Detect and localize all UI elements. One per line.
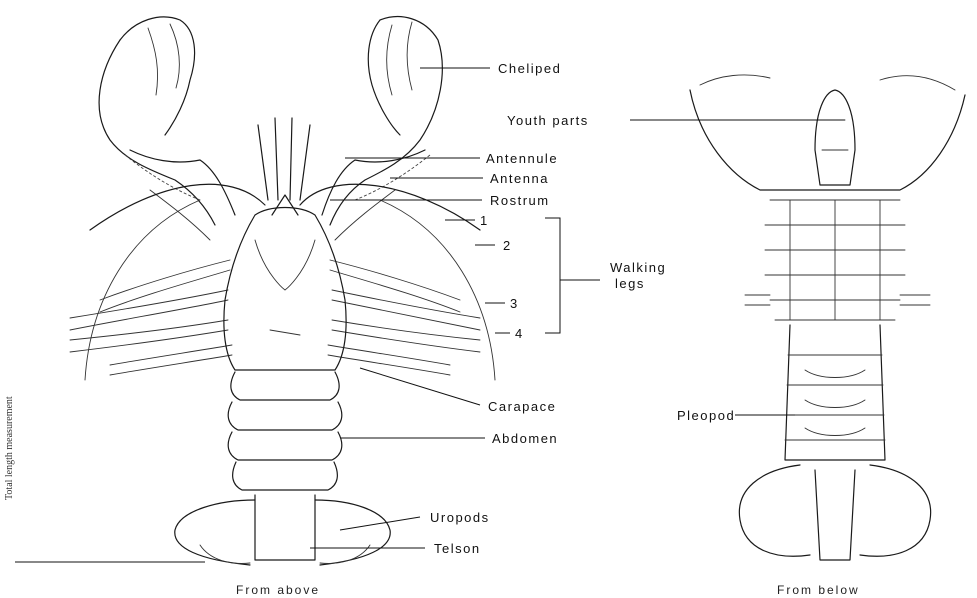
ventral-tail-drawing: [739, 465, 930, 560]
ventral-thorax-drawing: [745, 200, 930, 320]
leader-lines: [310, 68, 845, 548]
label-leg-1: 1: [480, 213, 489, 228]
right-walking-legs-drawing: [328, 260, 480, 375]
ventral-abdomen-drawing: [785, 325, 885, 460]
label-walking-legs-2: legs: [615, 276, 645, 291]
label-cheliped: Cheliped: [498, 61, 561, 76]
label-mouth-parts: Youth parts: [507, 113, 589, 128]
left-walking-legs-drawing: [70, 260, 232, 375]
label-leg-4: 4: [515, 326, 524, 341]
caption-from-above: From above: [236, 583, 320, 597]
lobster-dorsal-view: [15, 17, 495, 565]
side-label-total-length: Total length measurement: [4, 396, 15, 500]
label-antennule: Antennule: [486, 151, 558, 166]
abdomen-drawing: [228, 372, 342, 490]
carapace-drawing: [224, 208, 346, 371]
label-telson: Telson: [434, 541, 481, 556]
label-uropods: Uropods: [430, 510, 490, 525]
label-leg-3: 3: [510, 296, 519, 311]
label-walking-legs-1: Walking: [610, 260, 666, 275]
label-carapace: Carapace: [488, 399, 556, 414]
left-cheliped-drawing: [99, 17, 235, 240]
right-cheliped-drawing: [322, 17, 442, 240]
rostrum-drawing: [272, 195, 298, 215]
lobster-ventral-view: [690, 75, 965, 560]
label-pleopod: Pleopod: [677, 408, 735, 423]
label-rostrum: Rostrum: [490, 193, 550, 208]
label-abdomen: Abdomen: [492, 431, 558, 446]
label-leg-2: 2: [503, 238, 512, 253]
tail-fan-drawing: [175, 495, 390, 565]
label-antenna: Antenna: [490, 171, 549, 186]
caption-from-below: From below: [777, 583, 860, 597]
